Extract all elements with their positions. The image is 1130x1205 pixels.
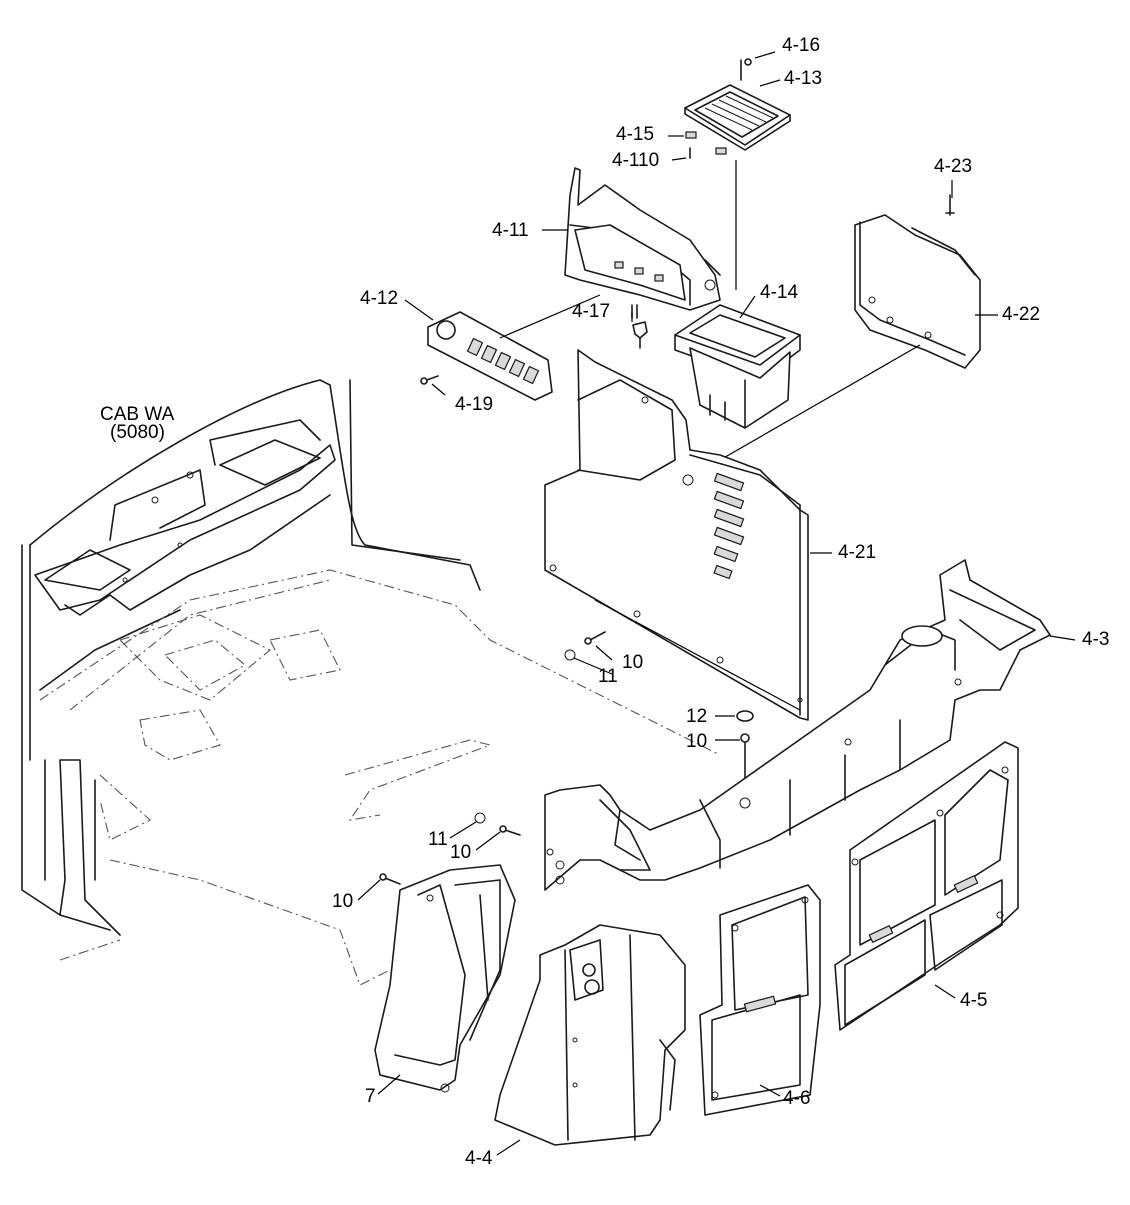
part-4-3-duct	[544, 559, 1051, 891]
cab-code: (5080)	[110, 422, 165, 443]
callout-10-b: 10	[686, 731, 707, 752]
callout-4-3: 4-3	[1082, 629, 1109, 650]
callout-leaders	[357, 51, 1076, 1156]
part-4-13-tray	[684, 58, 791, 290]
callout-7: 7	[365, 1086, 376, 1107]
part-4-5-cover	[834, 741, 1019, 1031]
callout-10-d: 10	[332, 891, 353, 912]
callout-4-19: 4-19	[455, 394, 493, 415]
part-4-15-clip	[685, 131, 697, 159]
part-4-4-panel	[494, 924, 686, 1146]
callout-4-21: 4-21	[838, 542, 876, 563]
callout-4-12: 4-12	[360, 288, 398, 309]
callout-4-13: 4-13	[784, 68, 822, 89]
part-4-22-side-box	[719, 194, 981, 461]
fasteners-upper	[379, 631, 754, 885]
callout-4-16: 4-16	[782, 35, 820, 56]
part-4-17-pin	[631, 304, 648, 349]
part-4-14-box	[674, 304, 801, 429]
callout-4-17: 4-17	[572, 301, 610, 322]
callout-4-14: 4-14	[760, 282, 798, 303]
callout-4-15: 4-15	[616, 124, 654, 145]
part-4-11-upper-console	[564, 167, 721, 311]
callout-labels: 4-16 4-13 4-15 4-110 4-23 4-11 4-14 4-12…	[332, 35, 1109, 1169]
callout-10-a: 10	[622, 652, 643, 673]
callout-4-6: 4-6	[783, 1088, 810, 1109]
cab-outline	[21, 379, 721, 986]
callout-11-b: 11	[428, 829, 448, 850]
callout-10-c: 10	[450, 842, 471, 863]
callout-12: 12	[686, 706, 707, 727]
callout-4-110: 4-110	[612, 150, 659, 171]
part-7-trim	[374, 864, 516, 1093]
part-4-21-side-panel	[544, 349, 809, 721]
cab-title: CAB WA	[100, 404, 175, 425]
callout-4-4: 4-4	[465, 1148, 493, 1169]
callout-4-23: 4-23	[934, 156, 972, 177]
callout-4-5: 4-5	[960, 990, 987, 1011]
part-4-12-switch-panel	[420, 294, 601, 401]
cab-label: CAB WA (5080)	[100, 404, 175, 443]
callout-11-a: 11	[598, 666, 618, 687]
part-4-6-cover	[699, 884, 821, 1116]
callout-4-22: 4-22	[1002, 304, 1040, 325]
callout-4-11: 4-11	[492, 220, 529, 241]
